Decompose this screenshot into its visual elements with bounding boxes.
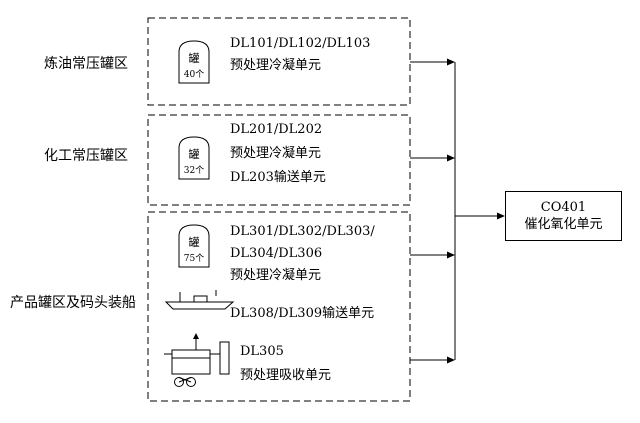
area-label-product: 产品罐区及码头装船	[10, 295, 136, 311]
unit-name: 预处理冷凝单元	[230, 58, 322, 73]
tank-glyph: 罐	[189, 148, 200, 161]
area-dashed-borders	[147, 17, 411, 402]
tank-count: 32个	[184, 165, 204, 176]
tank-glyph: 罐	[189, 52, 200, 65]
unit-code: CO401	[540, 199, 587, 215]
refinery-area-box	[147, 17, 411, 106]
unit-codes: DL301/DL302/DL303/	[230, 224, 375, 239]
unit-codes: DL101/DL102/DL103	[230, 36, 371, 51]
tank-glyph: 罐	[189, 236, 200, 249]
arrowhead-icon	[447, 58, 455, 66]
unit-name: 预处理冷凝单元	[230, 268, 322, 283]
unit-name: 预处理冷凝单元	[230, 146, 322, 161]
unit-codes: DL304/DL306	[230, 246, 323, 261]
tank-icon: 罐 32个	[178, 136, 210, 180]
area-label-refinery: 炼油常压罐区	[44, 56, 128, 72]
unit-name: DL203输送单元	[230, 170, 326, 185]
unit-codes: DL305	[240, 344, 284, 359]
unit-codes: DL201/DL202	[230, 122, 323, 137]
arrowheads	[447, 58, 505, 364]
absorber-unit-icon	[164, 333, 230, 387]
area-label-chemical: 化工常压罐区	[44, 148, 128, 164]
tank-count: 75个	[184, 253, 204, 264]
product-area-box	[147, 211, 411, 402]
flow-lines	[410, 61, 497, 361]
unit-name: 催化氧化单元	[524, 216, 603, 232]
unit-name: DL308/DL309输送单元	[230, 306, 375, 321]
arrowhead-icon	[447, 154, 455, 162]
arrowhead-icon	[447, 251, 455, 259]
arrowhead-icon	[497, 212, 505, 220]
unit-name: 预处理吸收单元	[240, 368, 332, 383]
catalytic-oxidation-unit-box: CO401 催化氧化单元	[505, 191, 622, 241]
tank-count: 40个	[184, 69, 204, 80]
tank-icon: 罐 75个	[178, 224, 210, 268]
ship-icon	[164, 290, 235, 310]
tank-icon: 罐 40个	[178, 40, 210, 84]
arrowhead-icon	[447, 356, 455, 364]
